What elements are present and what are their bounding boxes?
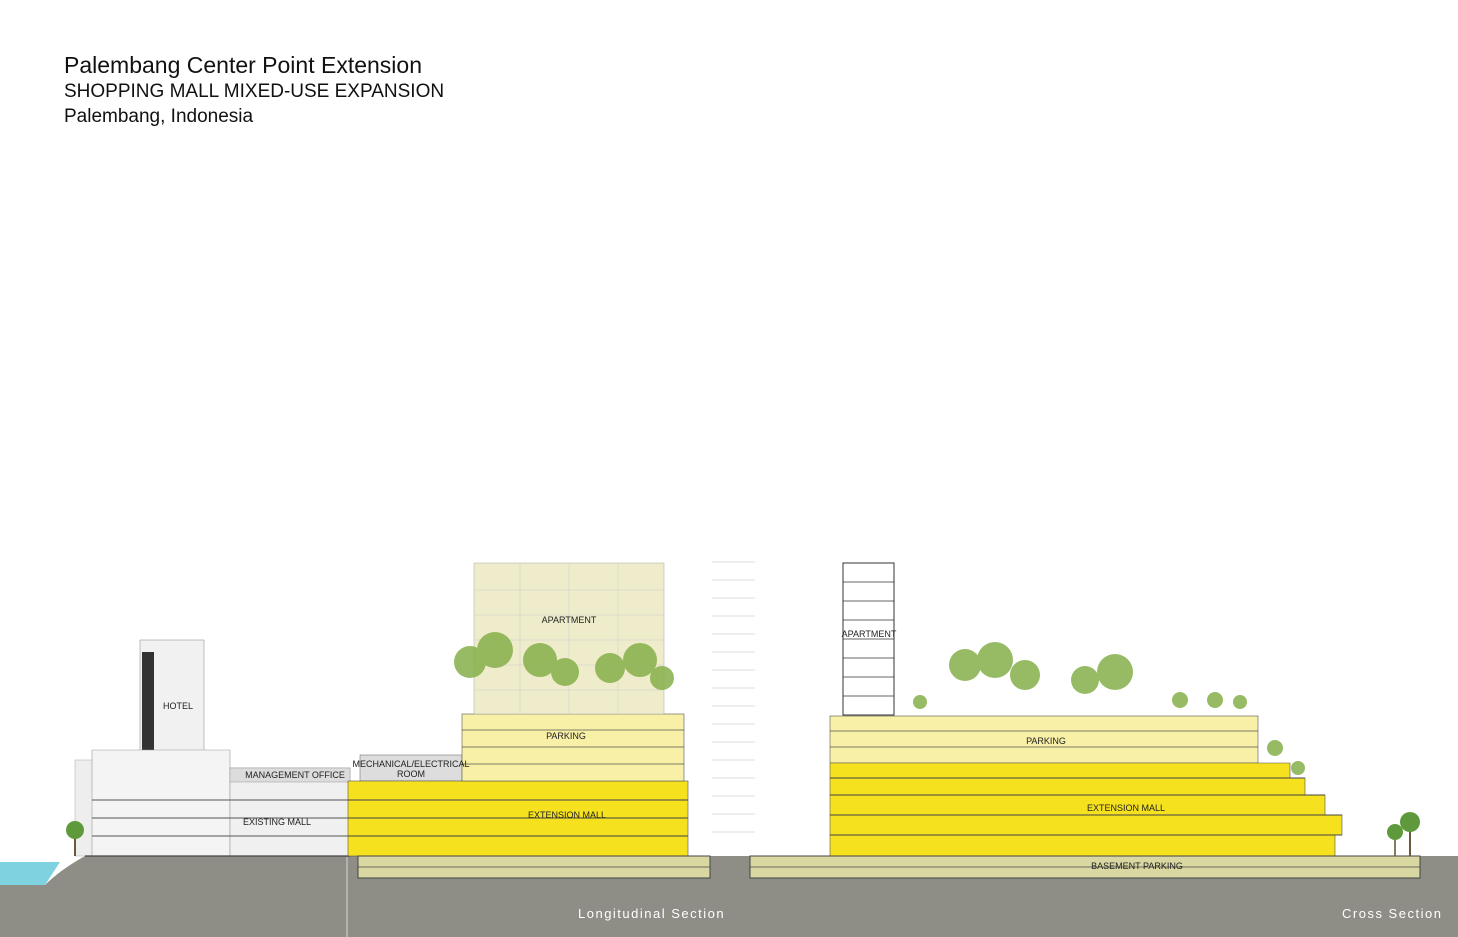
hotel-tower bbox=[139, 639, 205, 756]
basement-longitudinal bbox=[357, 855, 711, 879]
palm-tree-left bbox=[66, 821, 84, 856]
extension-mall-block bbox=[347, 780, 689, 857]
caption-cross: Cross Section bbox=[1342, 906, 1443, 921]
basement-cross bbox=[749, 855, 1421, 879]
label-existing-mall: EXISTING MALL bbox=[243, 817, 311, 827]
label-basement-parking: BASEMENT PARKING bbox=[1091, 861, 1183, 871]
label-mechanical: MECHANICAL/ELECTRICAL bbox=[352, 759, 469, 769]
water bbox=[0, 862, 60, 885]
label-parking-longitudinal: PARKING bbox=[546, 731, 586, 741]
project-location: Palembang, Indonesia bbox=[64, 106, 254, 127]
level-markers bbox=[712, 561, 755, 833]
roof-trees-longitudinal bbox=[454, 632, 674, 690]
label-extension-mall-cross: EXTENSION MALL bbox=[1087, 803, 1165, 813]
existing-mall-block bbox=[74, 749, 351, 857]
roof-trees-cross bbox=[913, 642, 1305, 775]
label-apartment-longitudinal: APARTMENT bbox=[542, 615, 597, 625]
title-block: Palembang Center Point Extension SHOPPIN… bbox=[64, 52, 444, 129]
label-hotel: HOTEL bbox=[163, 701, 193, 711]
label-management-office: MANAGEMENT OFFICE bbox=[245, 770, 345, 780]
project-title: Palembang Center Point Extension bbox=[64, 52, 422, 78]
cross-parking-block bbox=[829, 715, 1259, 764]
cross-apartment-tower bbox=[842, 562, 895, 716]
label-mechanical-room: ROOM bbox=[397, 769, 425, 779]
label-extension-mall-longitudinal: EXTENSION MALL bbox=[528, 810, 606, 820]
label-apartment-cross: APARTMENT bbox=[842, 629, 897, 639]
label-parking-cross: PARKING bbox=[1026, 736, 1066, 746]
project-subtitle: SHOPPING MALL MIXED-USE EXPANSION bbox=[64, 81, 445, 102]
parking-block bbox=[461, 713, 685, 782]
palm-tree-right bbox=[1387, 812, 1420, 856]
caption-longitudinal: Longitudinal Section bbox=[578, 906, 726, 921]
